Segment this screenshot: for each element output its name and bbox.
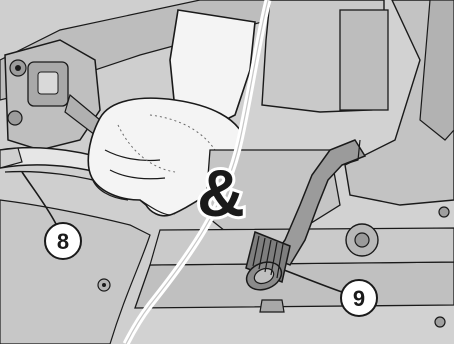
- callout-9-label: 9: [353, 286, 365, 311]
- connector-ampersand: &: [197, 156, 245, 230]
- callout-8-label: 8: [57, 229, 69, 254]
- frame-bolt: [439, 207, 449, 217]
- fastener-bolt: [260, 300, 284, 312]
- lower-horizontal-rail: [135, 262, 454, 308]
- frame-rail: [340, 10, 388, 110]
